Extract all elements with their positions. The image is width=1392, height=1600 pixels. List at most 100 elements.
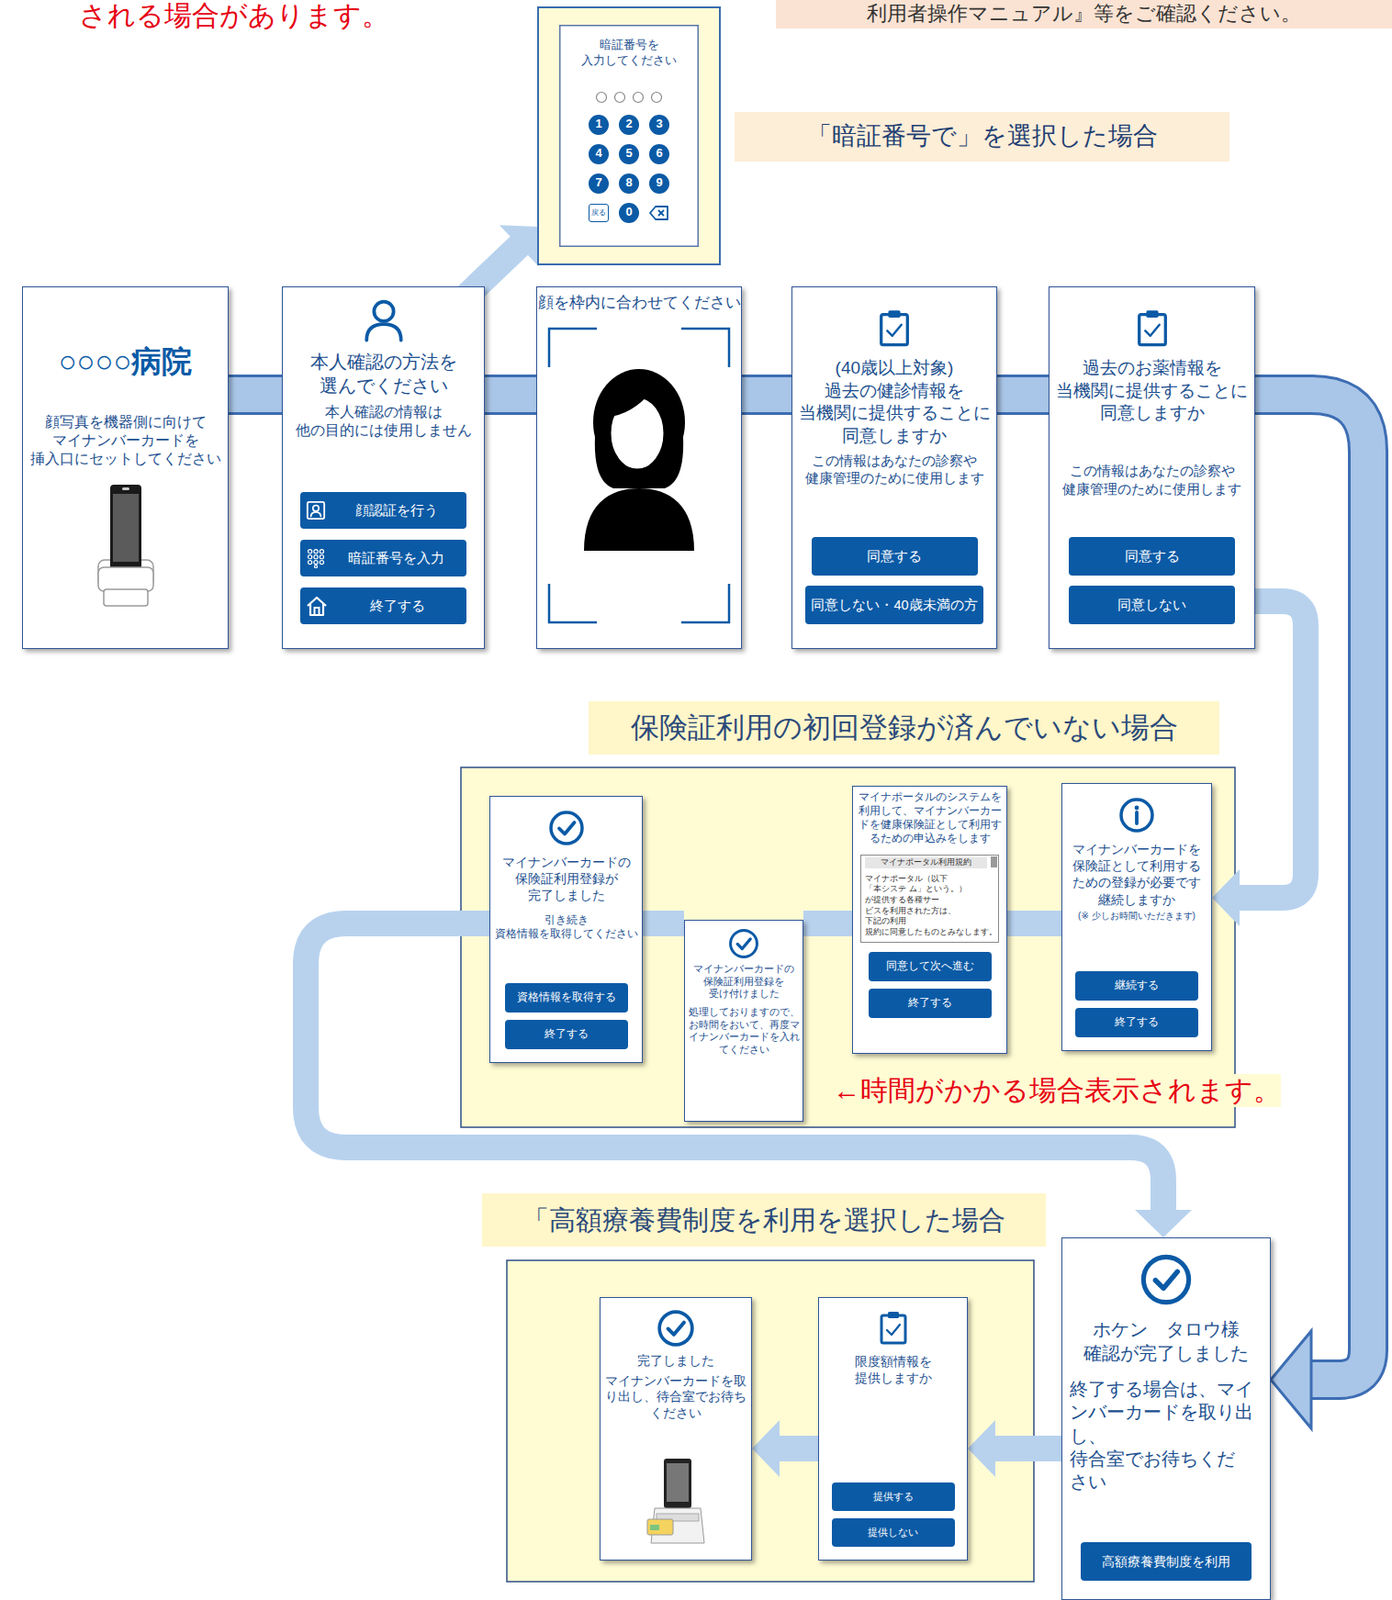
flow-connector xyxy=(967,1420,1062,1478)
child-area: 同意する同意しない・40歳未満の方 xyxy=(795,537,994,625)
icon-holder xyxy=(360,296,407,343)
child-area: 提供する提供しない xyxy=(821,1482,965,1548)
circle-shape xyxy=(314,565,318,569)
flow-connector xyxy=(642,923,685,925)
circle-shape xyxy=(615,91,626,102)
icon-holder xyxy=(875,1309,912,1347)
back-button: 戻る xyxy=(588,203,609,223)
button: 同意しない・40歳未満の方 xyxy=(805,585,983,625)
button-icon xyxy=(305,548,326,569)
terms-box: マイナポータル利用規約マイナポータル（以下「本システ ム」という。）が提供する各… xyxy=(860,854,1000,943)
button-label: 同意する xyxy=(866,547,922,566)
circle-shape xyxy=(314,560,318,564)
rect-shape xyxy=(110,484,142,572)
home-icon xyxy=(305,594,328,618)
icon-holder xyxy=(874,307,915,348)
key-label: 戻る xyxy=(591,208,607,218)
arrow-head xyxy=(752,1420,780,1478)
icon-holder xyxy=(1132,307,1173,348)
key-label: 2 xyxy=(625,116,632,133)
arrow-head xyxy=(1270,1331,1312,1429)
button-label: 高額療養費制度を利用 xyxy=(1101,1553,1231,1571)
button-label: 終了する xyxy=(333,596,461,616)
flow-connector xyxy=(1212,601,1306,927)
child-area: 継続する終了する xyxy=(1065,971,1209,1038)
flow-connector xyxy=(1255,394,1369,1429)
g-shape xyxy=(549,328,730,623)
pin-screen: 暗証番号を 入力してください123456789戻る0 xyxy=(538,8,719,264)
screen-box: 顔を枠内に合わせてください xyxy=(536,286,742,650)
key-label: 0 xyxy=(625,204,632,221)
child-area: マイナポータル利用規約マイナポータル（以下「本システ ム」という。）が提供する各… xyxy=(855,849,1004,1019)
screen-text: この情報はあなたの診察や 健康管理のために使用します xyxy=(1052,461,1252,498)
rect-shape xyxy=(314,607,320,616)
screen-text: 顔写真を機器側に向けて マイナンバーカードを 挿入口にセットしてください xyxy=(25,413,225,469)
child-area: 同意する同意しない xyxy=(1052,537,1252,625)
screen-box: 本人確認の方法を 選んでください本人確認の情報は 他の目的には使用しません顔認証… xyxy=(281,286,485,650)
panel-heading: 保険証利用の初回登録が済んでいない場合 xyxy=(588,701,1220,755)
key-button: 9 xyxy=(649,173,670,194)
flow-connector xyxy=(997,394,1049,396)
screen-title: ホケン タロウ様 確認が完了しました xyxy=(1065,1317,1268,1366)
path-shape xyxy=(651,1508,705,1544)
key-button: 5 xyxy=(618,144,640,165)
connector-outline xyxy=(997,374,1049,416)
pin-dots xyxy=(592,90,666,104)
rect-shape xyxy=(647,1519,674,1536)
circle-shape xyxy=(307,560,312,564)
child-area: 顔認証を行う暗証番号を入力終了する xyxy=(285,492,482,625)
screen-box: ホケン タロウ様 確認が完了しました終了する場合は、マイ ンバーカードを取り出 … xyxy=(1061,1237,1271,1600)
path-shape xyxy=(366,324,402,341)
button-label: 終了する xyxy=(908,996,953,1011)
face-auth-icon xyxy=(305,500,326,521)
screen-title: 暗証番号を 入力してください xyxy=(561,37,697,69)
check-icon xyxy=(656,1309,696,1348)
connector-band xyxy=(992,1436,1062,1462)
screen-title: 本人確認の方法を 選んでください xyxy=(285,349,482,398)
connector-outline xyxy=(484,374,537,416)
g-shape xyxy=(596,91,663,102)
connector-outline xyxy=(741,374,792,416)
button: 同意する xyxy=(811,537,978,576)
arrow-head xyxy=(1212,869,1240,927)
button-label: 同意する xyxy=(1124,547,1180,566)
screen-title: ○○○○病院 xyxy=(58,342,193,382)
flow-connector xyxy=(803,923,853,925)
path-shape xyxy=(650,206,668,220)
circle-shape xyxy=(314,550,318,554)
button: 資格情報を取得する xyxy=(505,983,629,1013)
kiosk-picture xyxy=(643,1455,708,1548)
button-label: 継続する xyxy=(1114,978,1159,994)
key-button: 8 xyxy=(618,173,640,194)
key-label: 3 xyxy=(655,116,663,133)
circle-shape xyxy=(596,91,607,102)
screen-title: 完了しました xyxy=(637,1353,715,1370)
screen-title: 限度額情報を 提供しますか xyxy=(842,1353,944,1387)
button-label: 同意しない xyxy=(1117,595,1187,615)
screen-box: (40歳以上対象)過去の健診情報を 当機関に提供することに 同意しますかこの情報… xyxy=(791,286,998,650)
screen-text: マイナンバーカードを取 り出し、待合室でお待ち ください xyxy=(603,1373,749,1423)
flow-connector xyxy=(741,394,792,396)
path-shape xyxy=(607,381,669,417)
child-area: 完了しましたマイナンバーカードを取 り出し、待合室でお待ち ください 限度額情報を… xyxy=(506,1260,1034,1583)
key-button: 3 xyxy=(649,114,670,135)
circle-shape xyxy=(633,91,644,102)
screen-title: (40歳以上対象) xyxy=(835,357,955,381)
path-shape xyxy=(583,488,695,551)
screen-title: 顔を枠内に合わせてください xyxy=(538,292,741,313)
button-label: 顔認証を行う xyxy=(331,501,461,520)
key-button: 7 xyxy=(588,173,609,194)
rect-shape xyxy=(663,1459,692,1509)
connector-outline xyxy=(228,374,282,416)
button-label: 暗証番号を入力 xyxy=(331,549,461,568)
screen-title: マイナンバーカードの 保険証利用登録を 受け付けました xyxy=(687,963,800,1001)
path-shape xyxy=(886,1324,900,1336)
child-area: 高額療養費制度を利用 xyxy=(1065,1542,1268,1582)
path-shape xyxy=(1145,325,1159,337)
screen-text: (※ 少しお時間いただきます) xyxy=(1077,909,1196,922)
screen-box: マイナンバーカードの 保険証利用登録が 完了しました引き続き 資格情報を取得して… xyxy=(489,796,643,1064)
backspace-key xyxy=(649,202,670,224)
path-shape xyxy=(559,822,575,835)
screen-box: ○○○○病院顔写真を機器側に向けて マイナンバーカードを 挿入口にセットしてくだ… xyxy=(22,286,229,650)
